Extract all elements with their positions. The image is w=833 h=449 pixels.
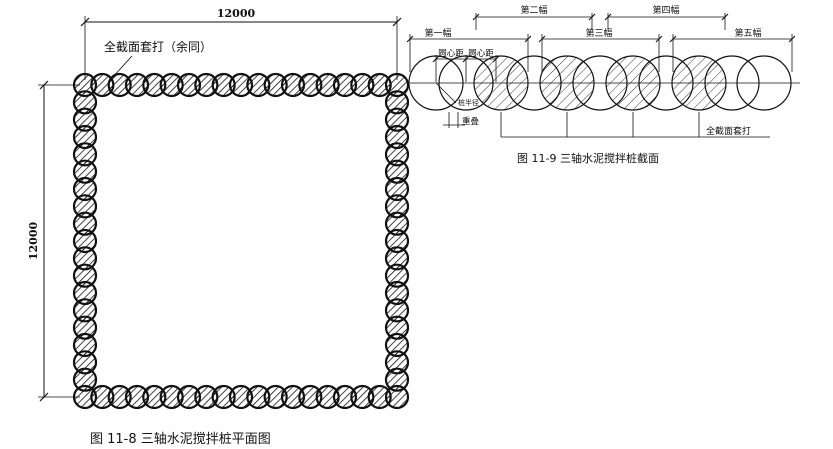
- pile-radius-label: 桩半径: [458, 98, 479, 107]
- section-caption: 图 11-9 三轴水泥搅拌桩截面: [517, 151, 659, 165]
- run-3-label: 第三幅: [585, 27, 612, 39]
- radius-line: [435, 82, 457, 104]
- run-4-label: 第四幅: [652, 4, 679, 16]
- full-section-note: 全截面套打（余同）: [104, 39, 212, 54]
- section-view-figure: 第二幅 第四幅 第一幅 第三幅 第五幅 圆心距 圆心距 桩半径 重叠 全截面套打…: [406, 4, 800, 165]
- plan-view-figure: 12000 12000 全截面套打（余同） 图 11-8 三轴水泥搅拌桩平面图: [27, 7, 410, 447]
- top-dimension: 12000: [80, 7, 402, 80]
- overlap-label: 重叠: [462, 116, 480, 127]
- pile-circle: [72, 367, 98, 392]
- side-dimension-value: 12000: [27, 222, 40, 261]
- center-distance-label-1: 圆心距: [438, 49, 464, 59]
- center-distance-label-2: 圆心距: [468, 49, 494, 59]
- side-dimension: 12000: [27, 80, 80, 402]
- run-5-label: 第五幅: [734, 27, 761, 39]
- top-dimension-value: 12000: [217, 7, 256, 20]
- run-1-label: 第一幅: [424, 27, 451, 39]
- full-section-leaders: [500, 112, 770, 138]
- pile-ring: [72, 72, 410, 410]
- run-2-label: 第二幅: [520, 4, 547, 16]
- plan-caption: 图 11-8 三轴水泥搅拌桩平面图: [90, 431, 271, 447]
- dimension-chains: [409, 13, 793, 82]
- full-section-label: 全截面套打: [706, 125, 751, 137]
- pile-circle: [384, 367, 410, 392]
